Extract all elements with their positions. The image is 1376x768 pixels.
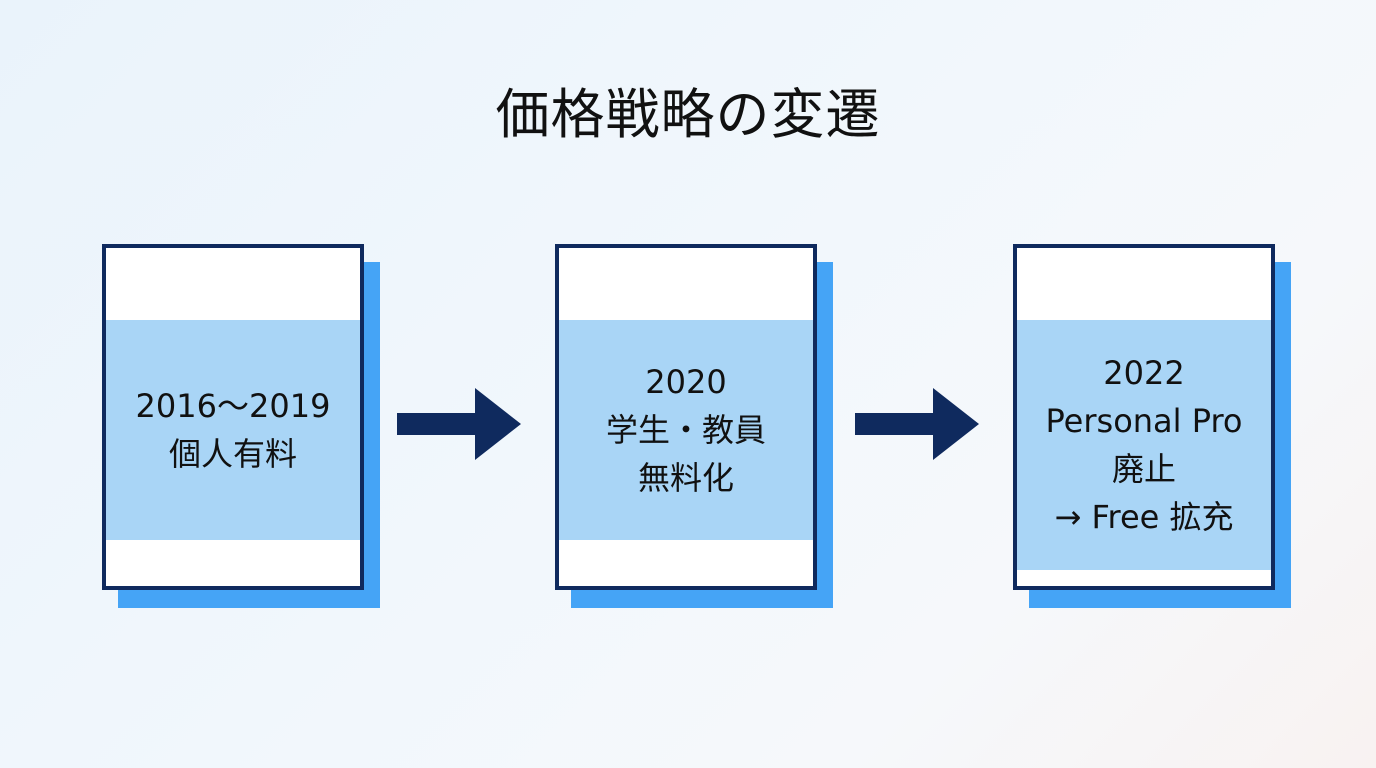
card-band: 2016〜2019 個人有料 [106,320,360,540]
card-line: 個人有料 [168,435,297,473]
card-text: 2016〜2019 個人有料 [136,382,331,478]
card-line: 廃止 [1111,450,1176,488]
right-arrow-icon [397,388,521,460]
card-line: 2022 [1103,354,1185,392]
diagram-title: 価格戦略の変遷 [495,83,881,146]
card-line: 無料化 [637,459,734,497]
card-line: 2020 [645,363,727,401]
stage-card-2: 2020 学生・教員 無料化 [555,244,833,608]
stage-card-3: 2022 Personal Pro 廃止 → Free 拡充 [1013,244,1291,608]
card-line: 学生・教員 [605,411,766,449]
card-box: 2020 学生・教員 無料化 [555,244,817,590]
card-line: 2016〜2019 [135,387,331,425]
card-band: 2022 Personal Pro 廃止 → Free 拡充 [1017,320,1271,570]
right-arrow-icon [855,388,979,460]
card-band: 2020 学生・教員 無料化 [559,320,813,540]
card-text: 2022 Personal Pro 廃止 → Free 拡充 [1046,349,1243,541]
card-line: → Free 拡充 [1054,498,1234,536]
card-box: 2022 Personal Pro 廃止 → Free 拡充 [1013,244,1275,590]
card-box: 2016〜2019 個人有料 [102,244,364,590]
card-line: Personal Pro [1045,402,1243,440]
stage-card-1: 2016〜2019 個人有料 [102,244,380,608]
card-text: 2020 学生・教員 無料化 [606,358,766,502]
